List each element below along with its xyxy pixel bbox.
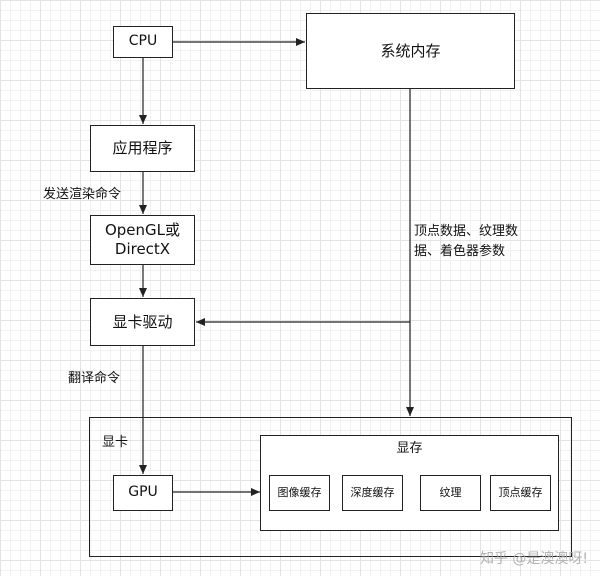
graphics-api-label: OpenGL或 DirectX [104,221,181,258]
texture-node: 纹理 [420,475,481,511]
watermark: 知乎 @是澳澳呀! [479,551,588,567]
render-commands-label: 发送渲染命令 [43,187,122,202]
driver-label: 显卡驱动 [112,312,173,331]
vertex-buffer-label: 顶点缓存 [498,486,543,500]
gpu-card-title: 显卡 [102,435,129,450]
gpu-label: GPU [128,484,158,501]
application-label: 应用程序 [112,139,173,158]
depth-buffer-node: 深度缓存 [342,475,403,511]
image-buffer-node: 图像缓存 [269,475,330,511]
gpu-node: GPU [113,475,173,511]
depth-buffer-label: 深度缓存 [350,486,395,500]
application-node: 应用程序 [90,125,195,172]
translate-commands-label: 翻译命令 [68,371,121,386]
system-memory-node: 系统内存 [306,13,515,89]
cpu-label: CPU [128,33,158,50]
driver-node: 显卡驱动 [90,298,195,346]
texture-label: 纹理 [439,486,462,500]
gpu-card-container [89,417,572,557]
system-memory-label: 系统内存 [380,41,441,60]
cpu-node: CPU [113,26,173,58]
vertex-texture-shader-label: 顶点数据、纹理数 据、着色器参数 [414,224,519,259]
vram-title: 显存 [396,441,423,456]
vertex-buffer-node: 顶点缓存 [490,475,551,511]
image-buffer-label: 图像缓存 [277,486,322,500]
graphics-api-node: OpenGL或 DirectX [90,215,195,265]
